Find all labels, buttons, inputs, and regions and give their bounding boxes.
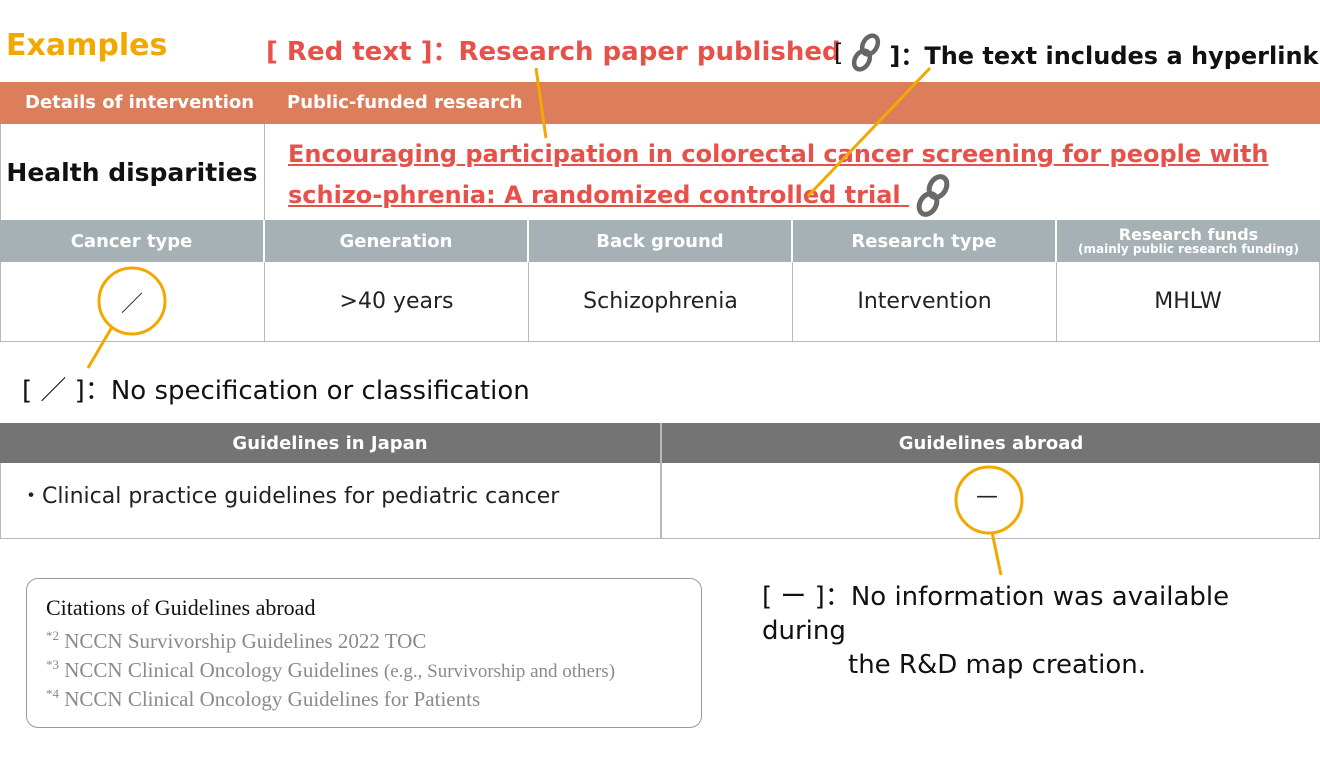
header-generation-label: Generation: [339, 230, 453, 252]
header-generation: Generation: [265, 220, 529, 262]
header-research-type: Research type: [793, 220, 1057, 262]
header-public-funded-research: Public-funded research: [287, 92, 523, 113]
research-type-value: Intervention: [857, 289, 992, 314]
citation-item: *2 NCCN Survivorship Guidelines 2022 TOC: [46, 628, 426, 654]
cell-generation: >40 years: [265, 262, 529, 341]
legend-dash-line2: the R&D map creation.: [848, 650, 1146, 680]
table-header-row: Details of intervention Public-funded re…: [0, 82, 1320, 124]
paper-title-text[interactable]: Encouraging participation in colorectal …: [288, 140, 1269, 209]
citation-text: NCCN Survivorship Guidelines 2022 TOC: [64, 629, 427, 653]
legend-hyperlink: [ ]：The text includes a hyperlink.: [834, 33, 1320, 73]
legend-link-open: [: [834, 39, 844, 67]
citation-item: *4 NCCN Clinical Oncology Guidelines for…: [46, 686, 480, 712]
citations-box: [26, 578, 702, 728]
cell-research-type: Intervention: [793, 262, 1057, 341]
legend-dash: [ ー ]：No information was available durin…: [762, 580, 1320, 682]
citation-item: *3 NCCN Clinical Oncology Guidelines (e.…: [46, 657, 615, 683]
citation-text: NCCN Clinical Oncology Guidelines for Pa…: [64, 687, 481, 711]
cell-cancer-type: ／: [0, 262, 265, 341]
cancer-type-value: ／: [120, 291, 143, 317]
legend-slash: [ ／ ]：No specification or classification: [22, 376, 530, 406]
link-chain-icon: [852, 33, 881, 72]
header-research-funds-sub: (mainly public research funding): [1078, 242, 1299, 256]
examples-heading: Examples: [6, 28, 168, 63]
citation-text: NCCN Clinical Oncology Guidelines: [64, 658, 379, 682]
citation-mark: *3: [46, 657, 59, 672]
generation-value: >40 years: [339, 289, 454, 314]
citation-mark: *2: [46, 628, 59, 643]
guidelines-abroad-label: Guidelines abroad: [898, 432, 1084, 454]
paper-title-link[interactable]: Encouraging participation in colorectal …: [288, 134, 1288, 218]
research-row: [0, 124, 1320, 220]
legend-dash-line1: [ ー ]：No information was available durin…: [762, 582, 1230, 646]
header-background-label: Back ground: [596, 230, 724, 252]
guidelines-japan-label: Guidelines in Japan: [232, 432, 428, 454]
header-research-funds: Research funds (mainly public research f…: [1057, 220, 1320, 262]
topic-label: Health disparities: [6, 157, 258, 187]
header-background: Back ground: [529, 220, 793, 262]
header-cancer-type: Cancer type: [0, 220, 265, 262]
citation-mark: *4: [46, 686, 59, 701]
hyperlink-chain-icon[interactable]: [913, 174, 953, 218]
guideline-japan-item: ・Clinical practice guidelines for pediat…: [20, 484, 560, 509]
cell-research-funds: MHLW: [1057, 262, 1319, 341]
legend-red-text: [ Red text ]：Research paper published: [266, 37, 841, 67]
header-guidelines-abroad: Guidelines abroad: [662, 423, 1320, 463]
header-guidelines-japan: Guidelines in Japan: [0, 423, 660, 463]
research-funds-value: MHLW: [1154, 289, 1222, 314]
header-research-funds-label: Research funds: [1118, 225, 1259, 244]
cell-background: Schizophrenia: [529, 262, 793, 341]
citation-note: (e.g., Survivorship and others): [383, 661, 616, 682]
attributes-header-row: Cancer type Generation Back ground Resea…: [0, 220, 1320, 262]
header-details-of-intervention: Details of intervention: [25, 92, 255, 113]
citations-title: Citations of Guidelines abroad: [46, 595, 316, 620]
header-cancer-type-label: Cancer type: [70, 230, 193, 252]
topic-cell: Health disparities: [0, 124, 265, 220]
header-research-type-label: Research type: [851, 230, 997, 252]
legend-link-text: ]：The text includes a hyperlink.: [889, 41, 1320, 70]
guideline-abroad-item: —: [976, 484, 998, 509]
guidelines-divider: [660, 423, 662, 539]
background-value: Schizophrenia: [583, 289, 738, 314]
